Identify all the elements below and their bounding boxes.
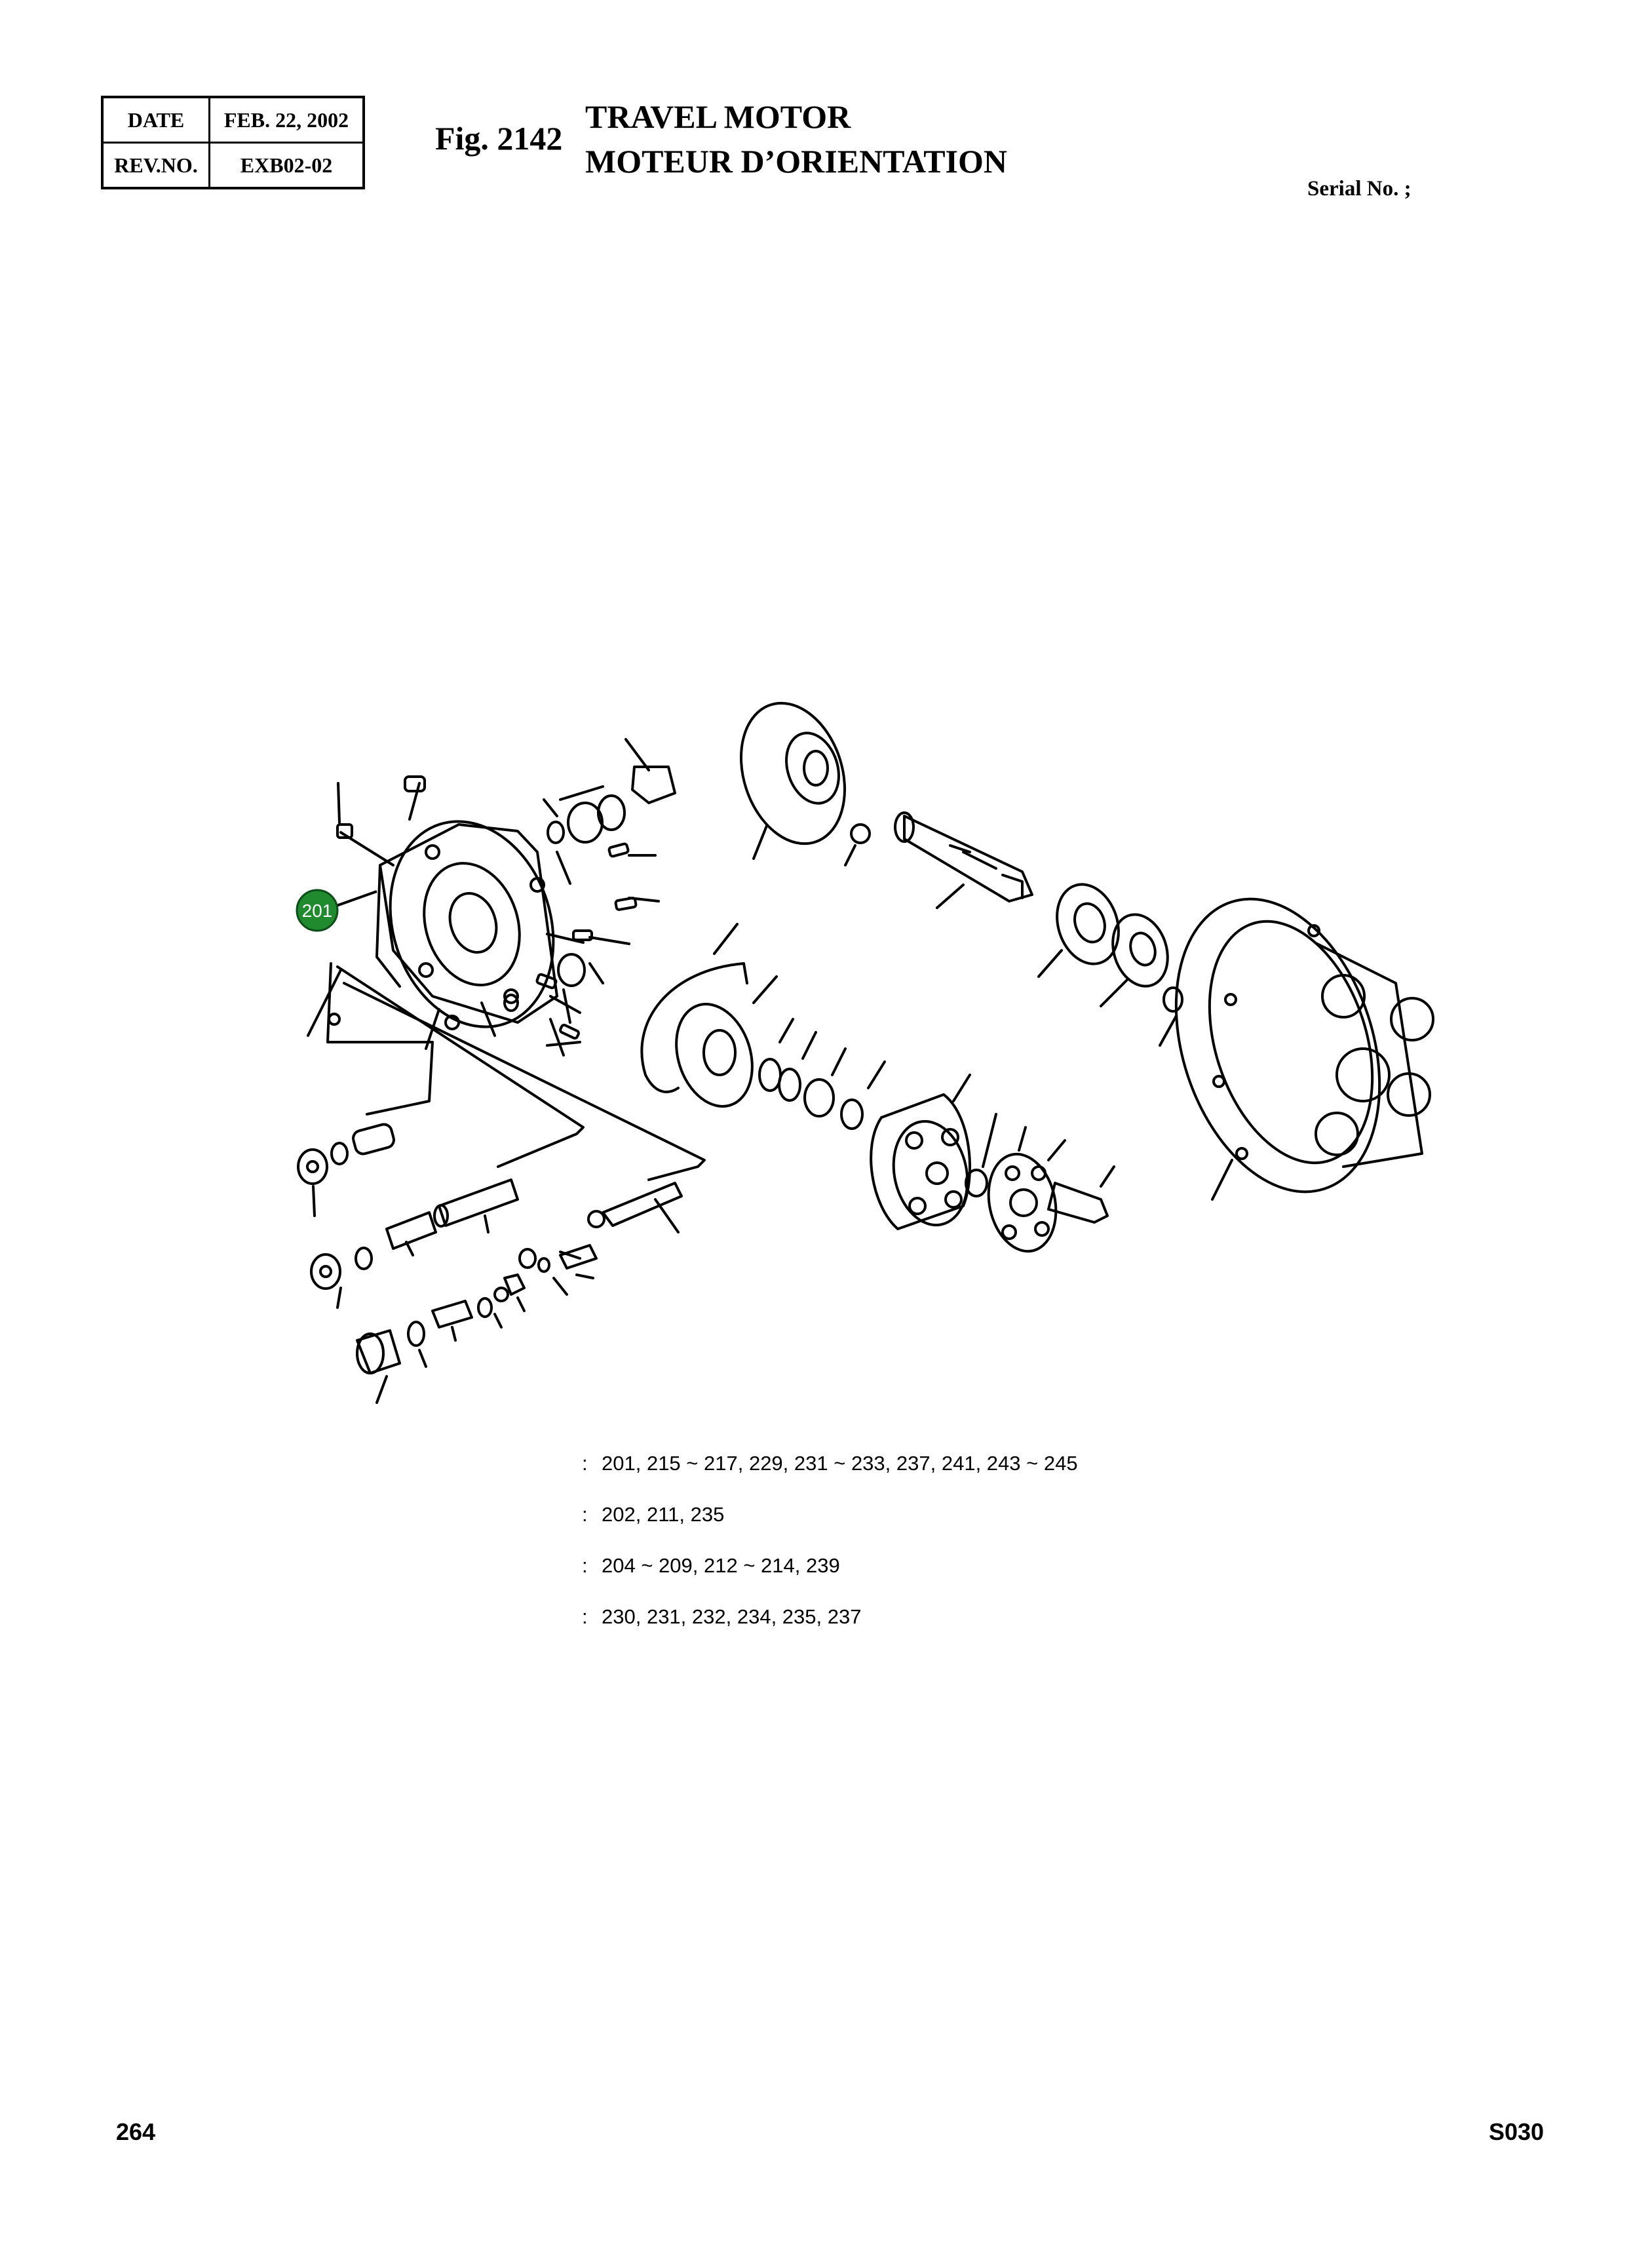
drive-shaft: [894, 811, 1033, 909]
piston-retainer: [965, 1113, 1115, 1253]
legend-parts: 201, 215 ~ 217, 229, 231 ~ 233, 237, 241…: [602, 1452, 1078, 1475]
leader-lines: [307, 738, 660, 1057]
housing-small-parts: [328, 766, 676, 1040]
valve-parts: [297, 962, 706, 1404]
legend-row: :202, 211, 235: [582, 1502, 1078, 1553]
legend-sep: :: [582, 1605, 588, 1628]
legend-sep: :: [582, 1452, 588, 1475]
callout-201-label: 201: [302, 901, 333, 921]
legend-row: :204 ~ 209, 212 ~ 214, 239: [582, 1553, 1078, 1604]
callout-201[interactable]: 201: [296, 889, 377, 932]
spring-set: [758, 1018, 886, 1130]
brake-piston: [739, 701, 871, 866]
rev-value: EXB02-02: [208, 142, 365, 189]
rev-label: REV.NO.: [101, 142, 210, 189]
figure-number: Fig. 2142: [435, 120, 563, 157]
legend-parts: 230, 231, 232, 234, 235, 237: [602, 1605, 862, 1628]
legend-row: :230, 231, 232, 234, 235, 237: [582, 1604, 1078, 1655]
page-number: 264: [116, 2118, 156, 2145]
figure-title: TRAVEL MOTOR MOTEUR D’ORIENTATION: [585, 94, 1007, 184]
legend-parts: 202, 211, 235: [602, 1503, 725, 1526]
bearings: [1037, 883, 1169, 1007]
legend-sep: :: [582, 1503, 588, 1526]
legend-parts: 204 ~ 209, 212 ~ 214, 239: [602, 1554, 840, 1577]
cylinder-block: [870, 1074, 971, 1230]
section-code: S030: [1489, 2118, 1545, 2145]
valve-plate: [640, 923, 778, 1108]
date-label: DATE: [101, 96, 210, 144]
gear-housing: [1159, 897, 1434, 1201]
parts-legend: :201, 215 ~ 217, 229, 231 ~ 233, 237, 24…: [582, 1450, 1078, 1655]
date-value: FEB. 22, 2002: [208, 96, 365, 144]
legend-row: :201, 215 ~ 217, 229, 231 ~ 233, 237, 24…: [582, 1450, 1078, 1502]
title-english: TRAVEL MOTOR: [585, 98, 851, 135]
motor-housing: [375, 820, 558, 1028]
title-french: MOTEUR D’ORIENTATION: [585, 143, 1008, 180]
serial-number: Serial No. ;: [1307, 177, 1412, 201]
legend-sep: :: [582, 1554, 588, 1577]
revision-table: DATE FEB. 22, 2002 REV.NO. EXB02-02: [101, 96, 365, 189]
